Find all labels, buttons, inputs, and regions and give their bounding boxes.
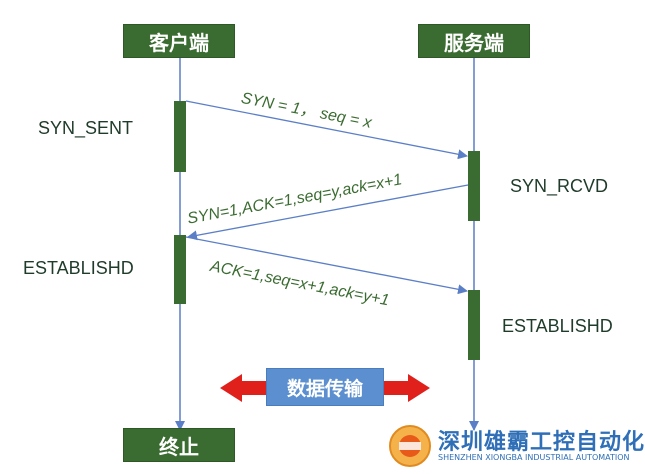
- end-label: 终止: [159, 434, 199, 459]
- client-state-syn-sent: SYN_SENT: [38, 118, 134, 138]
- server-activation-1: [468, 151, 480, 221]
- server-state-established: ESTABLISHD: [502, 316, 613, 336]
- server-box: 服务端: [418, 24, 530, 58]
- data-transfer-box: 数据传输: [266, 368, 384, 406]
- watermark-name: 深圳雄霸工控自动化: [438, 430, 645, 455]
- end-box: 终止: [123, 428, 235, 462]
- client-box: 客户端: [123, 24, 235, 58]
- client-activation-2: [174, 235, 186, 304]
- syn-ack-arrow: [187, 184, 469, 241]
- ack-arrow: [185, 236, 468, 295]
- server-label: 服务端: [444, 30, 504, 55]
- server-activation-2: [468, 290, 480, 360]
- watermark-logo-mark: [389, 425, 431, 467]
- data-transfer-label: 数据传输: [286, 377, 363, 400]
- syn-arrow: [185, 100, 468, 160]
- client-state-established: ESTABLISHD: [23, 258, 134, 278]
- client-activation-1: [174, 101, 186, 172]
- watermark: 深圳雄霸工控自动化 SHENZHEN XIONGBA INDUSTRIAL AU…: [386, 420, 645, 474]
- client-label: 客户端: [149, 30, 209, 55]
- watermark-english: SHENZHEN XIONGBA INDUSTRIAL AUTOMATION: [438, 453, 630, 462]
- server-state-syn-rcvd: SYN_RCVD: [510, 176, 609, 196]
